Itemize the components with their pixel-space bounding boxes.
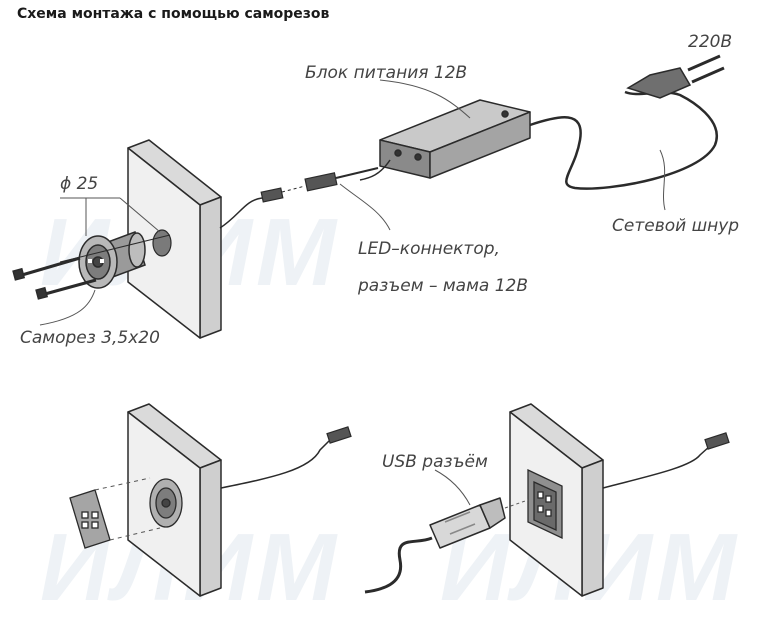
cable-wall xyxy=(219,197,263,229)
connector-male xyxy=(260,187,284,203)
diameter-label: ϕ 25 xyxy=(60,174,98,194)
power-supply-label: Блок питания 12В xyxy=(305,63,467,83)
usb-plug-icon xyxy=(429,497,506,549)
connector-female xyxy=(304,172,338,192)
leader-lines xyxy=(39,79,666,326)
cover-guide-lines xyxy=(94,477,161,541)
installed-socket xyxy=(149,478,183,528)
power-supply xyxy=(379,99,531,179)
voltage-label: 220В xyxy=(688,32,732,52)
power-cord xyxy=(529,90,719,190)
screw-label: Саморез 3,5х20 xyxy=(20,328,160,348)
usb-label: USB разъём xyxy=(382,452,488,472)
page-title: Схема монтажа с помощью саморезов xyxy=(17,6,330,22)
cable-bottom-left xyxy=(220,439,331,489)
power-cord-label: Сетевой шнур xyxy=(612,216,739,236)
plug-icon xyxy=(626,54,725,99)
diameter-dimension xyxy=(60,197,161,236)
cable-bottom-right xyxy=(602,445,711,489)
usb-leader xyxy=(434,469,471,506)
led-connector-label-2: разъем – мама 12В xyxy=(357,276,528,296)
connector-gap xyxy=(281,185,306,193)
screw-icons xyxy=(12,256,97,300)
cable-psu-out xyxy=(359,159,391,181)
usb-cable xyxy=(364,536,433,594)
led-connector-label-1: LED–коннектор, xyxy=(358,239,500,259)
connector-bottom-left xyxy=(326,426,352,444)
usb-socket xyxy=(527,468,563,540)
cable-connector xyxy=(335,167,379,179)
mounting-hole xyxy=(152,229,172,257)
usb-guide-line xyxy=(504,499,529,509)
connector-bottom-right xyxy=(704,432,730,450)
